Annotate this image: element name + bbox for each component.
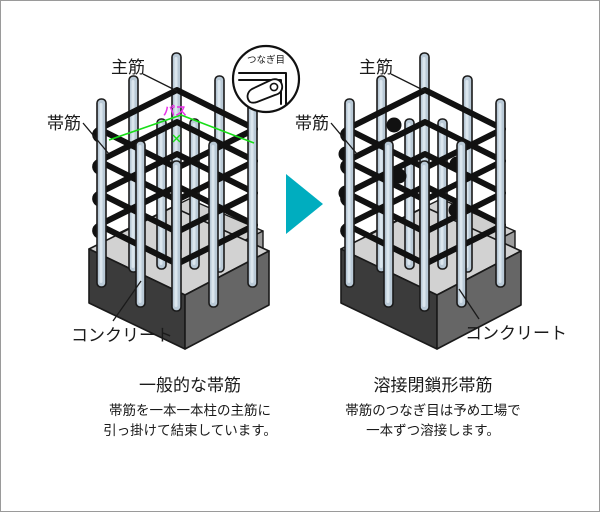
main-bar: [96, 98, 107, 288]
annotation-overlay: パス: [108, 104, 255, 144]
left-panel-group: 主筋 帯筋 コンクリート パス 一般的な帯筋 帯筋を一本一本柱の主筋に 引っ掛け…: [47, 52, 277, 439]
main-bar: [495, 98, 506, 288]
label-concrete-right: コンクリート: [465, 324, 567, 344]
main-bar: [383, 140, 394, 308]
leader-hoop-left: [82, 122, 110, 155]
main-bar: [456, 140, 467, 308]
caption-line2-left: 引っ掛けて結束しています。: [103, 423, 277, 439]
leader-concrete-left: [112, 280, 142, 322]
leader-concrete-right: [458, 288, 480, 320]
caption-title-left: 一般的な帯筋: [139, 376, 241, 396]
caption-title-right: 溶接閉鎖形帯筋: [374, 376, 493, 396]
caption-line1-left: 帯筋を一本一本柱の主筋に: [109, 402, 271, 419]
leader-main-bar-left: [142, 73, 178, 92]
annotation-path: [108, 114, 255, 144]
label-hoop-left: 帯筋: [47, 114, 81, 134]
right-main-bars-front: [344, 98, 506, 312]
caption-line2-right: 一本ずつ溶接します。: [366, 422, 500, 439]
weld-dot: [391, 168, 407, 184]
main-bar: [419, 160, 430, 312]
leader-main-bar-right: [390, 73, 426, 92]
annotation-x-marker: [172, 134, 181, 143]
caption-line1-right: 帯筋のつなぎ目は予め工場で: [345, 402, 521, 419]
leader-hoop-right: [330, 122, 358, 155]
label-concrete-left: コンクリート: [71, 326, 173, 346]
main-bar: [344, 98, 355, 288]
main-bar: [171, 160, 182, 312]
annotation-path-label: パス: [163, 104, 187, 118]
label-main-bar-left: 主筋: [111, 58, 145, 78]
joint-detail-inset: つなぎ目: [231, 44, 301, 114]
main-bar: [247, 98, 258, 288]
inset-label: つなぎ目: [247, 54, 285, 66]
main-bar: [135, 140, 146, 308]
right-panel-group: 主筋 帯筋 コンクリート 溶接閉鎖形帯筋 帯筋のつなぎ目は予め工場で 一本ずつ溶…: [295, 52, 567, 439]
weld-dot: [386, 117, 402, 133]
label-main-bar-right: 主筋: [359, 58, 393, 78]
transition-arrow: [286, 174, 323, 234]
label-hoop-right: 帯筋: [295, 114, 329, 134]
main-bar: [208, 140, 219, 308]
